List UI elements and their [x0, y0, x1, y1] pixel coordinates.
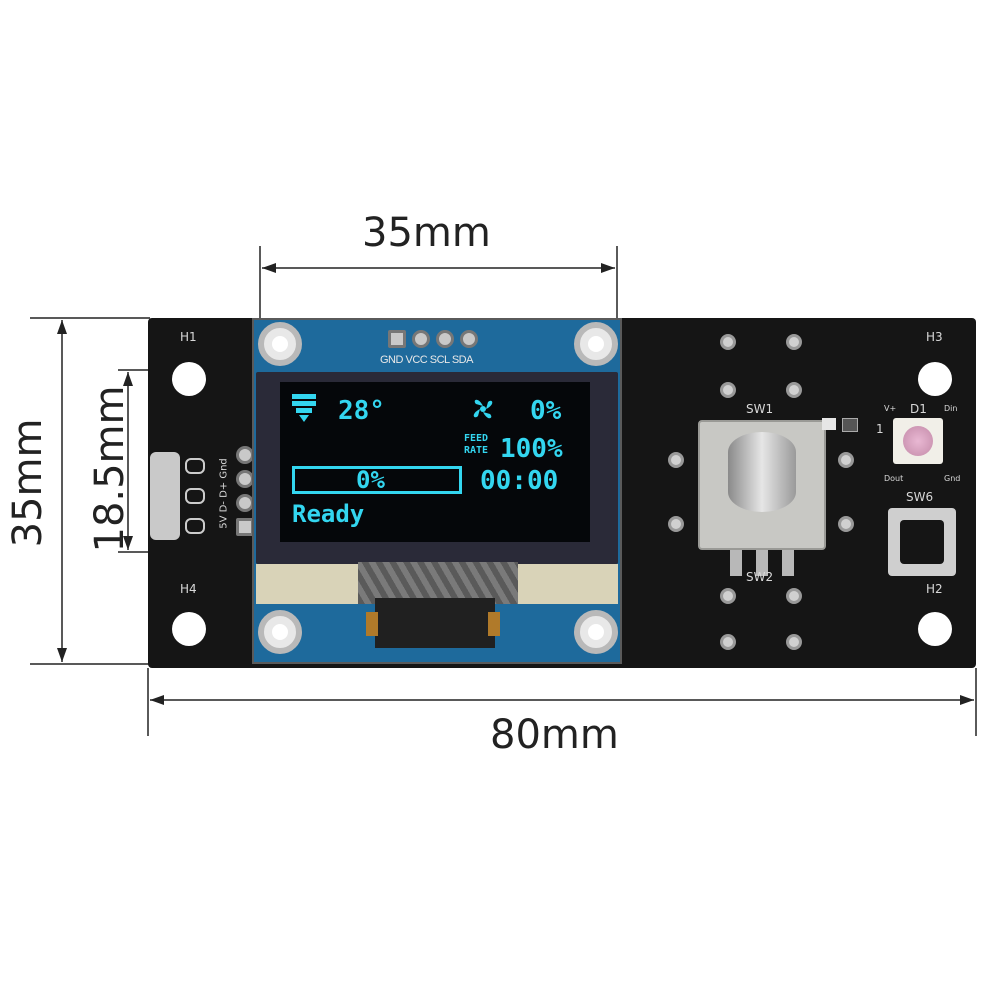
- dim-screen-height: 18.5mm: [87, 385, 133, 553]
- encoder-leg: [782, 550, 794, 576]
- label-sw2: SW2: [746, 570, 774, 584]
- encoder-knob[interactable]: [728, 432, 796, 512]
- sw2-pad: [786, 634, 802, 650]
- oled-pin-sda: [460, 330, 478, 348]
- label-sw6: SW6: [906, 490, 934, 504]
- screen-status: Ready: [292, 500, 365, 528]
- oled-screen: [280, 382, 590, 542]
- mount-hole-h2: [918, 612, 952, 646]
- label-h1: H1: [180, 330, 197, 344]
- screen-progress-text: 0%: [356, 466, 385, 494]
- smd-component: [842, 418, 858, 432]
- label-h4: H4: [180, 582, 197, 596]
- encoder-leg: [730, 550, 742, 576]
- dim-bottom-width: 80mm: [490, 712, 619, 758]
- flex-tab: [366, 612, 378, 636]
- label-led-dout: Dout: [884, 474, 904, 483]
- screen-time: 00:00: [480, 466, 559, 496]
- sw2-pad: [720, 588, 736, 604]
- screen-progress-bar: [292, 466, 462, 494]
- label-usb-pins: 5V D- D+ Gnd: [218, 458, 230, 529]
- encoder-pad: [668, 516, 684, 532]
- usb-contact: [185, 488, 205, 504]
- flex-tab: [488, 612, 500, 636]
- label-h3: H3: [926, 330, 943, 344]
- screen-feed-label: FEED: [464, 433, 489, 444]
- encoder-pad: [668, 452, 684, 468]
- sw1-pad: [786, 334, 802, 350]
- mount-hole-h1: [172, 362, 206, 396]
- label-sw1: SW1: [746, 402, 774, 416]
- screen-rate-label: RATE: [464, 445, 489, 456]
- label-h2: H2: [926, 582, 943, 596]
- screen-fan-percent: 0%: [530, 396, 562, 426]
- label-led-vplus: V+: [884, 404, 897, 413]
- sw1-pad: [720, 334, 736, 350]
- oled-pin-scl: [436, 330, 454, 348]
- sw2-pad: [720, 634, 736, 650]
- rgb-led-lens: [903, 426, 933, 456]
- mount-hole-h3: [918, 362, 952, 396]
- label-pin1: 1: [876, 422, 884, 436]
- push-button-cap[interactable]: [900, 520, 944, 564]
- oled-pin-gnd: [388, 330, 406, 348]
- label-led-gnd: Gnd: [944, 474, 961, 483]
- oled-flex-tail: [375, 598, 495, 648]
- usb-contact: [185, 458, 205, 474]
- encoder-pad: [838, 516, 854, 532]
- screen-temp: 28°: [338, 396, 385, 426]
- label-oled-pins: GND VCC SCL SDA: [380, 354, 473, 366]
- sw1-pad: [720, 382, 736, 398]
- mount-hole-h4: [172, 612, 206, 646]
- encoder-leg: [756, 550, 768, 576]
- oled-pin-vcc: [412, 330, 430, 348]
- encoder-pad: [838, 452, 854, 468]
- fan-icon: [473, 399, 493, 419]
- usb-contact: [185, 518, 205, 534]
- oled-mount-hole: [258, 610, 302, 654]
- screen-feedrate: 100%: [500, 434, 563, 464]
- label-d1: D1: [910, 402, 927, 416]
- sw2-pad: [786, 588, 802, 604]
- smd-component: [822, 418, 836, 430]
- dim-top-width: 35mm: [362, 210, 491, 256]
- sw1-pad: [786, 382, 802, 398]
- usb-connector: [150, 452, 180, 540]
- oled-flex-cable: [358, 562, 518, 604]
- dim-left-height: 35mm: [5, 418, 51, 548]
- nozzle-icon: [292, 394, 316, 422]
- label-led-din: Din: [944, 404, 958, 413]
- oled-mount-hole: [574, 610, 618, 654]
- oled-mount-hole: [258, 322, 302, 366]
- oled-mount-hole: [574, 322, 618, 366]
